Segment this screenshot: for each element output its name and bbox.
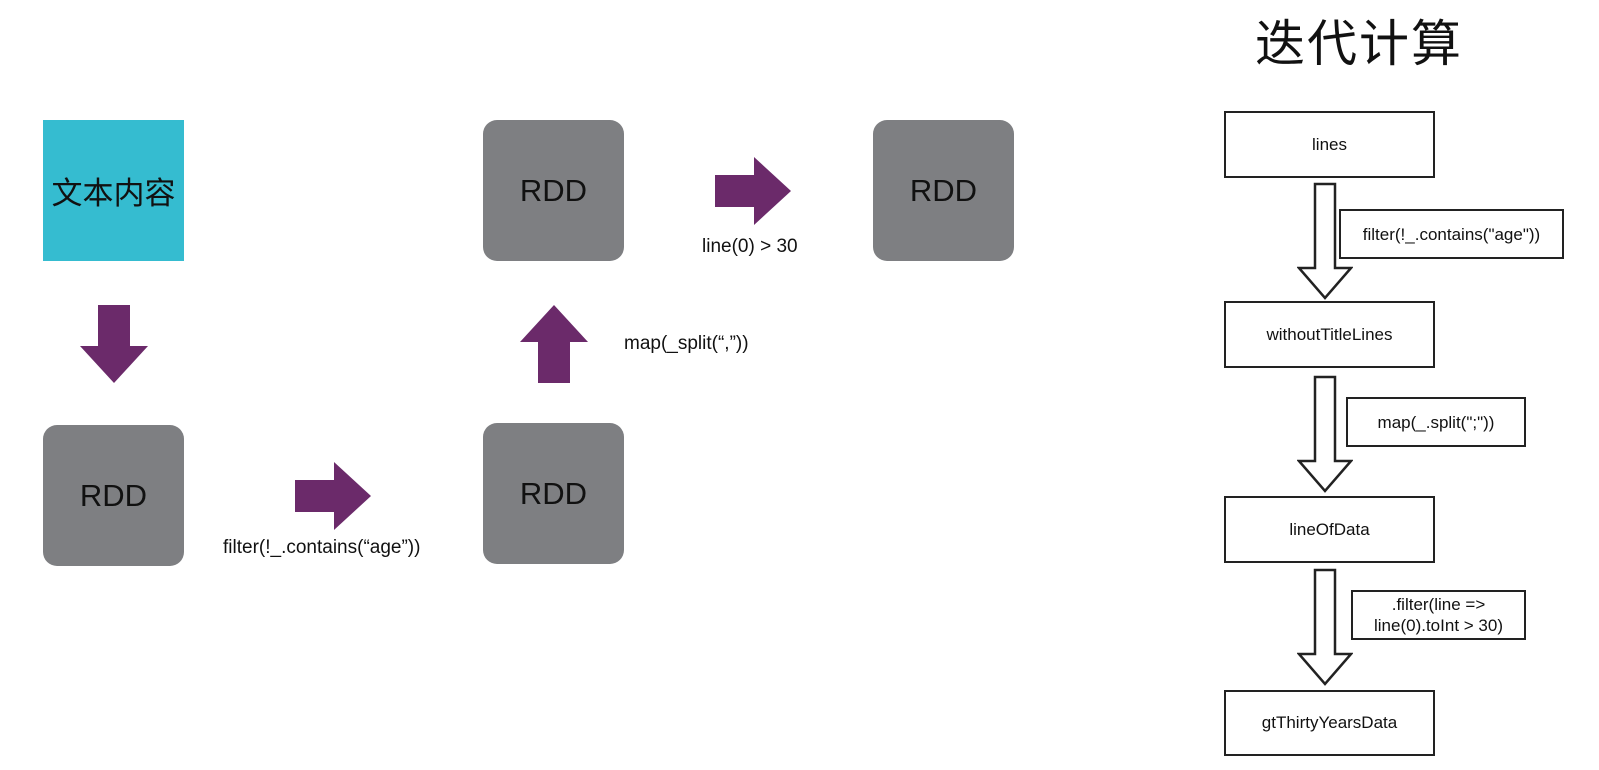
flow-op-label: .filter(line => line(0).toInt > 30) [1374, 595, 1503, 635]
flow-op-filter: filter(!_.contains("age")) [1339, 209, 1564, 259]
flow-box-label: lines [1312, 134, 1347, 154]
rdd-label: RDD [519, 172, 588, 208]
flow-box-line-of-data: lineOfData [1224, 496, 1435, 563]
diagram-title: 迭代计算 [1255, 15, 1463, 73]
hollow-arrow-down-icon [1297, 182, 1353, 300]
rdd-node-1: RDD [43, 425, 184, 566]
flow-op-label: filter(!_.contains("age")) [1362, 224, 1541, 244]
rdd-label: RDD [909, 172, 978, 208]
flow-box-label: withoutTitleLines [1266, 324, 1393, 344]
flow-box-label: lineOfData [1289, 519, 1370, 539]
text-content-label: 文本内容 [51, 176, 176, 212]
flow-op-filter-age: .filter(line => line(0).toInt > 30) [1351, 590, 1526, 640]
hollow-arrow-down-icon [1297, 375, 1353, 493]
arrow-up-icon [520, 305, 588, 383]
arrow-right-icon [715, 157, 791, 225]
text-content-node: 文本内容 [43, 120, 184, 261]
rdd-node-4: RDD [873, 120, 1014, 261]
arrow-down-icon [80, 305, 148, 383]
flow-box-without-title-lines: withoutTitleLines [1224, 301, 1435, 368]
rdd-label: RDD [79, 477, 148, 513]
flow-op-label: map(_.split(";")) [1377, 412, 1495, 432]
rdd-node-2: RDD [483, 423, 624, 564]
flow-op-map: map(_.split(";")) [1346, 397, 1526, 447]
flow-box-lines: lines [1224, 111, 1435, 178]
rdd-label: RDD [519, 475, 588, 511]
hollow-arrow-down-icon [1297, 568, 1353, 686]
flow-box-label: gtThirtyYearsData [1261, 713, 1398, 732]
arrow-right-icon [295, 462, 371, 530]
filter-op-label: filter(!_.contains(“age”)) [223, 537, 421, 558]
map-op-label: map(_split(“,”)) [624, 333, 749, 354]
flow-box-gt-thirty-years-data: gtThirtyYearsData [1224, 690, 1435, 756]
rdd-node-3: RDD [483, 120, 624, 261]
line-op-label: line(0) > 30 [702, 236, 798, 257]
